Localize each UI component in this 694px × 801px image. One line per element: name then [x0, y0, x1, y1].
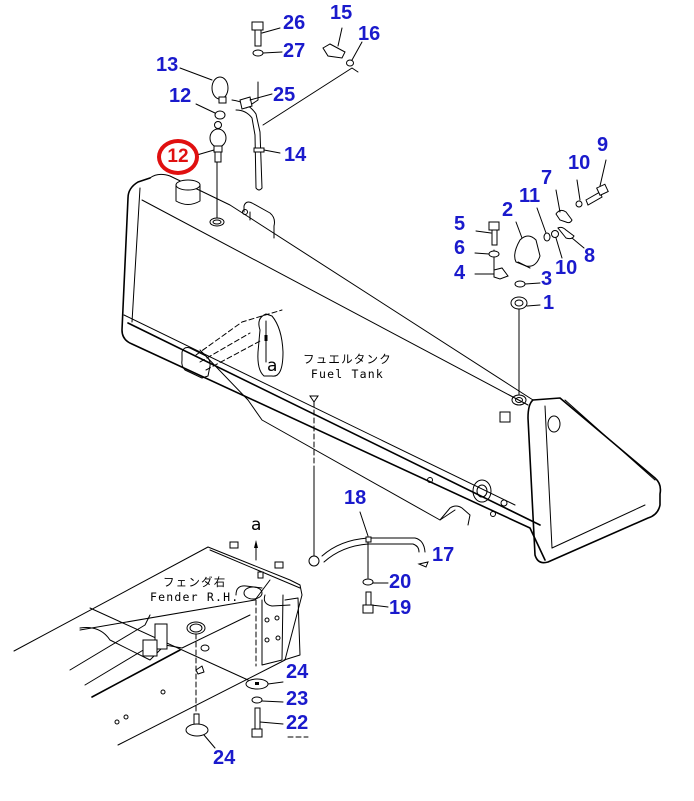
callout-16[interactable]: 15	[330, 2, 353, 24]
callout-18[interactable]: 17	[432, 544, 455, 566]
part-27-washer	[252, 49, 283, 57]
callout-15[interactable]: 14	[284, 144, 307, 166]
callout-3[interactable]: 3	[541, 268, 553, 290]
part-8-bolt	[585, 159, 609, 206]
part-18-clip	[417, 561, 429, 568]
callout-14[interactable]: 13	[156, 54, 179, 76]
part-7-clamp-upper	[555, 189, 573, 224]
part-26-bolt	[251, 21, 281, 47]
callout-13[interactable]: 12	[169, 85, 192, 107]
part-21-washer	[362, 578, 389, 586]
part-25-clamp	[239, 93, 273, 110]
fender-caption: フェンダ右 Fender R.H.	[150, 575, 239, 605]
part-2-elbow	[514, 221, 541, 269]
part-11-o-ring	[536, 207, 551, 242]
callout-5[interactable]: 5	[454, 213, 466, 235]
fender-rh	[13, 540, 303, 746]
callout-4[interactable]: 4	[454, 262, 466, 284]
fuel-tank-body	[121, 173, 662, 564]
part-6-washer	[474, 250, 500, 258]
callout-8[interactable]: 9	[597, 134, 609, 156]
part-24-cushion-upper	[245, 678, 284, 690]
part-16-bolt	[322, 27, 346, 59]
part-23-washer	[251, 696, 284, 704]
callout-17[interactable]: 16	[358, 23, 381, 45]
part-7-clamp-lower	[557, 226, 585, 249]
fender-reference-letter: a	[251, 515, 262, 535]
fender-caption-jp: フェンダ右	[162, 575, 227, 589]
callout-22[interactable]: 22	[286, 712, 309, 734]
callout-26[interactable]: 26	[283, 12, 306, 34]
drain-plug-fitting	[308, 395, 320, 567]
callout-10[interactable]: 10	[555, 257, 578, 279]
callout-9[interactable]: 10	[568, 152, 591, 174]
part-12-fuel-gauge-sensor	[189, 121, 227, 163]
fuel-tank-caption: フュエルタンク Fuel Tank	[303, 352, 392, 382]
fuel-tank-caption-en: Fuel Tank	[310, 367, 385, 381]
callout-7-upper[interactable]: 7	[541, 167, 553, 189]
callout-11[interactable]: 11	[519, 185, 541, 207]
callout-21[interactable]: 20	[389, 571, 412, 593]
callout-24-lower[interactable]: 24	[213, 747, 236, 769]
fuel-tank-caption-jp: フュエルタンク	[303, 352, 392, 366]
part-19-hose	[321, 511, 426, 563]
callout-7-lower[interactable]: 8	[584, 245, 596, 267]
callout-2[interactable]: 2	[502, 199, 514, 221]
callout-27[interactable]: 27	[283, 40, 306, 62]
callout-25[interactable]: 25	[273, 84, 296, 106]
part-20-bolt	[362, 591, 389, 614]
part-15-breather-tube	[231, 99, 281, 191]
callout-1[interactable]: 1	[543, 292, 555, 314]
part-17-washer	[346, 41, 363, 67]
callout-20[interactable]: 19	[389, 597, 412, 619]
part-4-plate	[474, 267, 509, 280]
part-9-washer	[575, 179, 583, 208]
part-10-nut	[551, 230, 563, 259]
tank-reference-letter: a	[267, 356, 278, 376]
part-1-flange	[510, 296, 541, 310]
callout-24-upper[interactable]: 24	[286, 661, 309, 683]
part-5-bolt	[475, 221, 500, 246]
part-13-plug	[195, 103, 226, 120]
part-14-eye-joint	[179, 67, 229, 104]
part-3-o-ring	[514, 280, 541, 288]
callout-19[interactable]: 18	[344, 487, 367, 509]
part-24-cushion-lower	[185, 713, 216, 749]
leader-lines	[216, 67, 520, 579]
fender-caption-en: Fender R.H.	[150, 590, 240, 604]
tank-reference-mark	[257, 313, 284, 377]
part-22-bolt	[251, 707, 309, 738]
callout-12-highlighted[interactable]: 12	[157, 139, 199, 175]
callout-23[interactable]: 23	[286, 688, 309, 710]
callout-6[interactable]: 6	[454, 237, 466, 259]
